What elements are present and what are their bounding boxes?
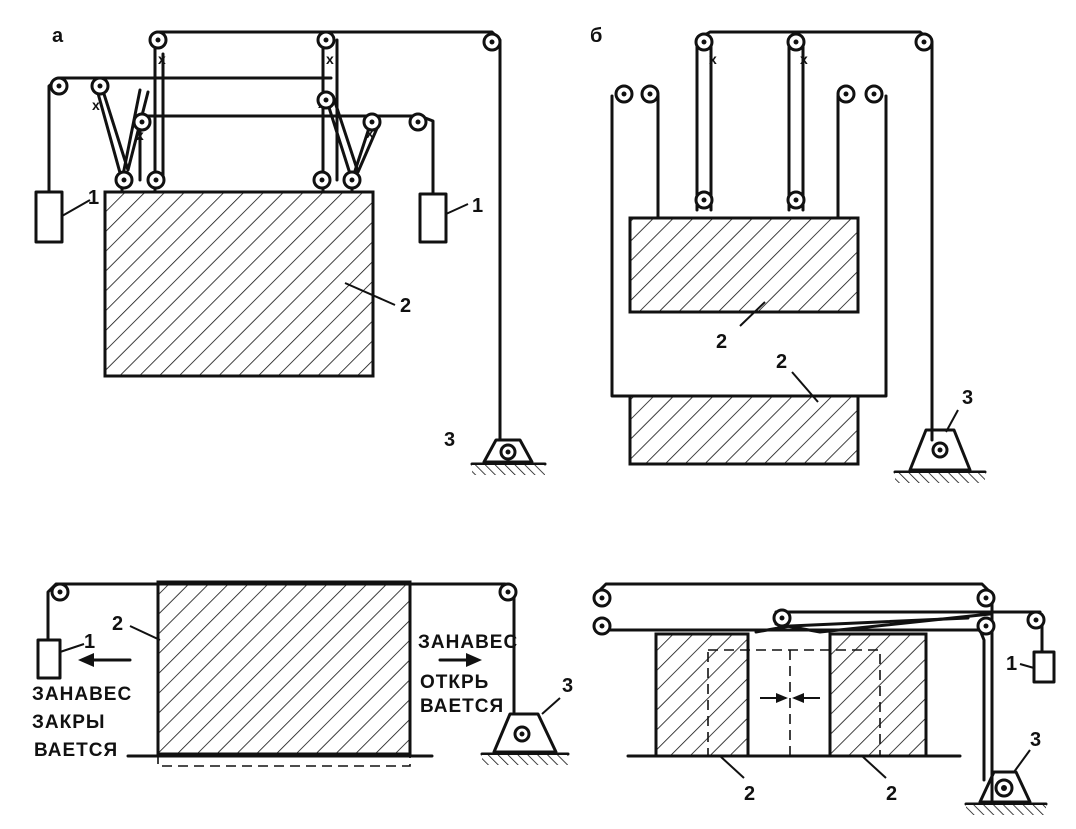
ground-hatch: [472, 465, 545, 475]
label-curtain-right: 2: [886, 783, 897, 805]
curtain-panel-a: [103, 190, 375, 378]
curtain-upper-part: [628, 216, 860, 314]
panel-a: а 2 1 1 x: [34, 25, 547, 475]
tie-mark: x: [136, 127, 144, 143]
pulley-icon: [362, 112, 382, 132]
label-curtain: 2: [112, 613, 123, 635]
pulleys-panel-d: [592, 588, 1046, 636]
label-winch: 3: [444, 429, 455, 451]
curtain-outline-dashed: [157, 754, 411, 767]
winch-panel-c: 3: [480, 675, 573, 765]
panel-a-letter: а: [52, 25, 64, 47]
pulley-icon: [114, 170, 134, 190]
pulley-icon: [408, 112, 428, 132]
pulley-icon: [836, 84, 856, 104]
pulley-icon: [49, 76, 69, 96]
label-curtain-left: 2: [744, 783, 755, 805]
svg-text:ЗАНАВЕС: ЗАНАВЕС: [32, 684, 132, 705]
pulley-icon: [864, 84, 884, 104]
pulley-icon: [640, 84, 660, 104]
winch-panel-a: 3: [444, 429, 547, 475]
cable-loop-inner: [598, 628, 986, 782]
cable-panel-c: [46, 582, 516, 714]
arrow-left-icon: [78, 653, 132, 667]
panel-bottom-left: 2 1 ЗАНАВЕС ЗАКРЫ ВАЕТСЯ ЗАНАВЕС ОТКРЬ В…: [32, 580, 573, 767]
cable-loop-outer: [598, 582, 994, 802]
svg-text:ОТКРЬ: ОТКРЬ: [420, 672, 489, 693]
pulley-icon: [772, 608, 792, 628]
curtain-panel-c: [156, 580, 412, 756]
pulley-icon: [316, 90, 336, 110]
leader-label-1-right: [445, 203, 469, 215]
leader-label-2: [344, 282, 396, 306]
pulley-icon: [786, 32, 806, 52]
label-winch: 3: [562, 675, 573, 697]
counterweight: [1032, 650, 1056, 684]
tie-mark: x: [800, 51, 808, 67]
arrow-meeting-icon: [760, 693, 820, 703]
tie-mark: x: [709, 51, 717, 67]
label-winch: 3: [962, 387, 973, 409]
panel-bottom-right: 1 2 2 3: [592, 582, 1056, 815]
pulley-icon: [312, 170, 332, 190]
pulley-icon: [592, 588, 612, 608]
tie-mark: x: [326, 51, 334, 67]
pulley-icon: [1026, 610, 1046, 630]
caption-opening: ЗАНАВЕС ОТКРЬ ВАЕТСЯ: [418, 632, 518, 717]
curtain-lower-part: [628, 394, 860, 466]
pulley-icon: [694, 32, 714, 52]
tie-mark: x: [158, 51, 166, 67]
panel-b-letter: б: [590, 25, 602, 47]
pulley-icon: [50, 582, 70, 602]
label-curtain-upper: 2: [716, 331, 727, 353]
curtain-right-half: [828, 632, 928, 758]
label-winch: 3: [1030, 729, 1041, 751]
pulley-icon: [146, 170, 166, 190]
pulley-icon: [482, 32, 502, 52]
caption-closing: ЗАНАВЕС ЗАКРЫ ВАЕТСЯ: [32, 684, 132, 761]
curtain-closed-outline: [707, 649, 881, 757]
winch-panel-d: 3: [964, 729, 1048, 815]
arrow-right-icon: [438, 653, 482, 667]
label-counterweight: 1: [1006, 653, 1017, 675]
svg-text:ВАЕТСЯ: ВАЕТСЯ: [420, 696, 504, 717]
ground-hatch: [966, 805, 1046, 815]
pulley-icon: [342, 170, 362, 190]
pulley-icon: [498, 582, 518, 602]
pulley-icon: [316, 30, 336, 50]
pulley-icon: [148, 30, 168, 50]
counterweight: [36, 638, 62, 680]
pulley-icon: [132, 112, 152, 132]
pulleys-panel-b: [614, 32, 934, 210]
svg-text:ВАЕТСЯ: ВАЕТСЯ: [34, 740, 118, 761]
tie-mark: x: [366, 125, 374, 141]
ground-hatch: [895, 473, 985, 483]
pulley-icon: [90, 76, 110, 96]
pulley-icon: [614, 84, 634, 104]
pulley-icon: [914, 32, 934, 52]
pulley-icon: [694, 190, 714, 210]
pulley-icon: [976, 588, 996, 608]
pulleys-panel-a: [49, 30, 502, 190]
svg-text:ЗАКРЫ: ЗАКРЫ: [32, 712, 106, 733]
panel-b: б 2 2 x x: [590, 25, 987, 483]
svg-text:ЗАНАВЕС: ЗАНАВЕС: [418, 632, 518, 653]
pulley-icon: [786, 190, 806, 210]
pulley-icon: [976, 616, 996, 636]
curtain-left-half: [654, 632, 750, 758]
label-counterweight: 1: [84, 631, 95, 653]
counterweight-left: [34, 190, 64, 244]
leader-label-1-left: [61, 199, 91, 217]
ground-hatch: [482, 755, 568, 765]
label-counterweight-left: 1: [88, 187, 99, 209]
label-curtain: 2: [400, 295, 411, 317]
winch-panel-b: 3: [893, 387, 987, 483]
tie-mark: x: [92, 97, 100, 113]
label-counterweight-right: 1: [472, 195, 483, 217]
pulley-icon: [592, 616, 612, 636]
label-curtain-lower: 2: [776, 351, 787, 373]
counterweight-right: [418, 192, 448, 244]
